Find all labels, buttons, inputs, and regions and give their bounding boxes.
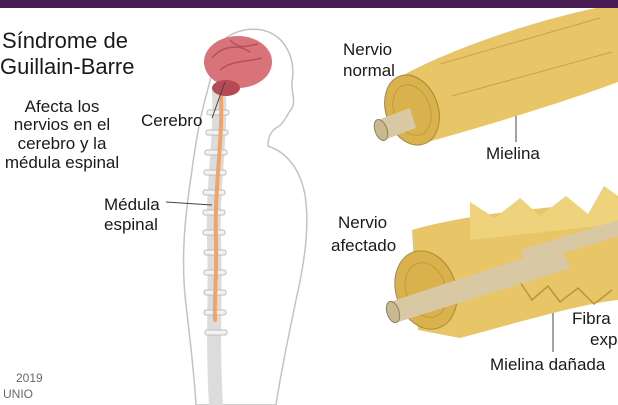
label-mielina: Mielina	[486, 144, 540, 164]
label-nervio-afectado-line-1: Nervio	[338, 213, 387, 233]
normal-nerve	[372, 8, 618, 153]
pointer-medula	[166, 202, 212, 205]
description-line-3: cerebro y la	[4, 134, 120, 154]
description-line-4: médula espinal	[0, 153, 124, 173]
cerebellum	[212, 80, 240, 96]
label-fibra-line-1: Fibra	[572, 309, 611, 329]
label-medula-line-1: Médula	[104, 195, 160, 215]
copyright-year: 2019	[16, 372, 43, 386]
title-line-1: Síndrome de	[2, 28, 128, 53]
label-mielina-danada: Mielina dañada	[490, 355, 605, 375]
title-line-2: Guillain-Barre	[0, 54, 135, 79]
description-line-2: nervios en el	[0, 115, 124, 135]
label-nervio-afectado-line-2: afectado	[331, 236, 396, 256]
label-fibra-line-2: exp	[590, 330, 617, 350]
copyright-owner: UNIO	[3, 388, 33, 402]
description-line-1: Afecta los	[4, 97, 120, 117]
label-medula-line-2: espinal	[104, 215, 158, 235]
label-cerebro: Cerebro	[141, 111, 202, 131]
label-nervio-normal-line-1: Nervio	[343, 40, 392, 60]
label-nervio-normal-line-2: normal	[343, 61, 395, 81]
